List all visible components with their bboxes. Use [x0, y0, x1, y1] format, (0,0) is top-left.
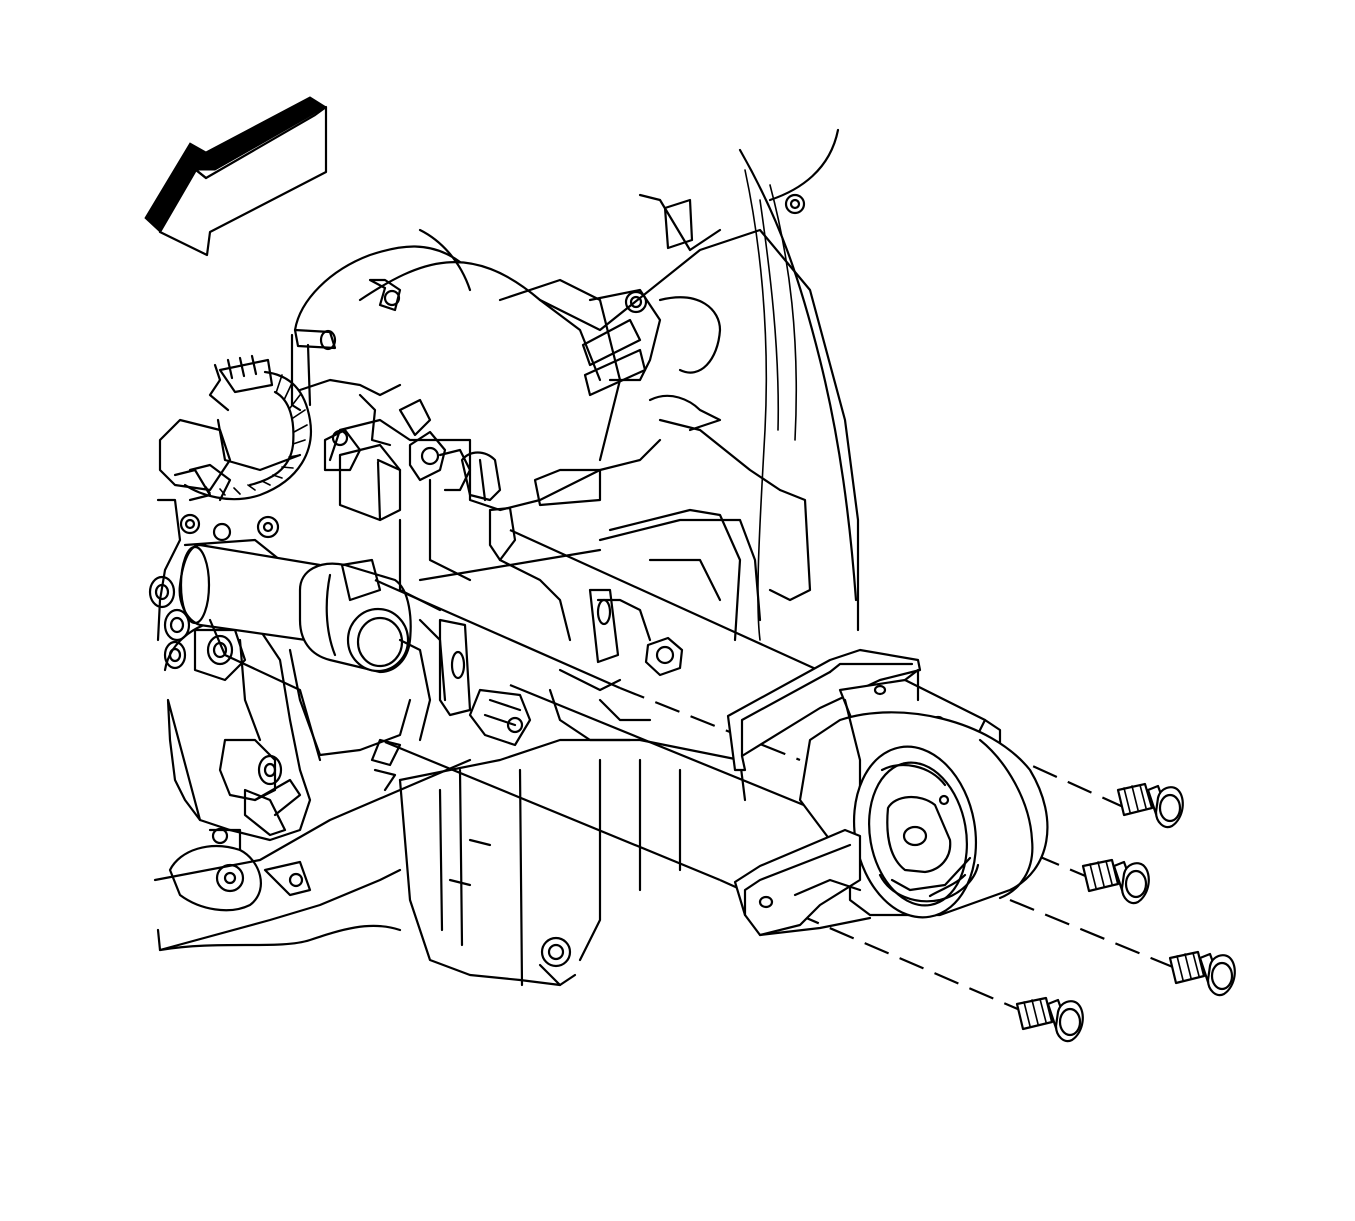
bolt-2 [1081, 858, 1150, 905]
transmission-mount [726, 648, 1049, 937]
bolt-alignment-guides [374, 528, 1186, 1012]
bolt-3 [1168, 950, 1236, 997]
transmission-case [148, 128, 860, 987]
bolt-1 [1116, 782, 1184, 829]
bolt-4 [1015, 996, 1084, 1043]
front-direction-arrow-icon [144, 96, 328, 257]
